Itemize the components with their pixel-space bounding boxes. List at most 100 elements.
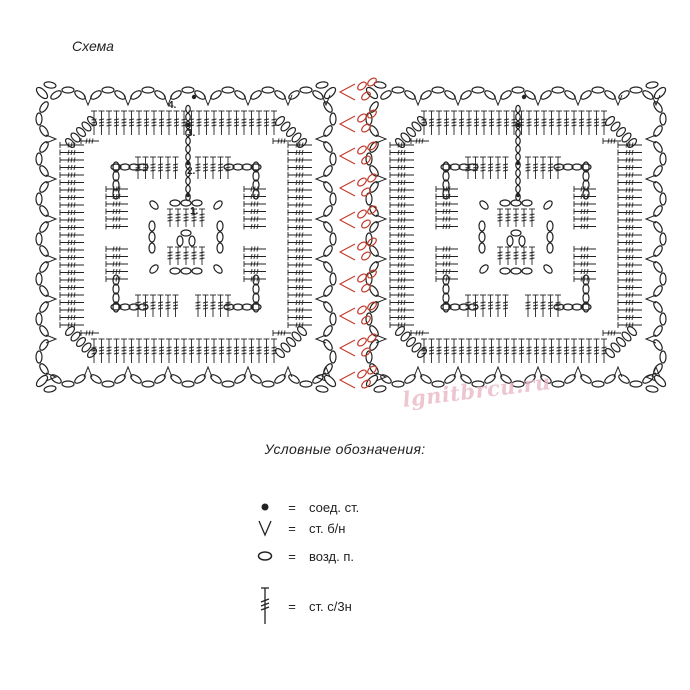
chain-oval (252, 283, 260, 295)
triple-crochet-stitch (203, 110, 210, 135)
triple-crochet-stitch (287, 172, 312, 178)
triple-crochet-stitch (59, 307, 84, 313)
legend-equals: = (288, 520, 296, 536)
chain-oval (367, 269, 377, 279)
chain-oval (524, 90, 536, 100)
triple-crochet-stitch (487, 156, 494, 179)
chain-oval (416, 347, 428, 359)
chain-oval (323, 141, 333, 153)
legend-equals: = (288, 598, 296, 614)
triple-crochet-stitch (481, 338, 487, 363)
chain-oval (642, 90, 654, 100)
triple-crochet-stitch (532, 156, 539, 179)
triple-crochet-stitch (617, 217, 642, 223)
chain-oval (479, 200, 489, 210)
triple-crochet-stitch (473, 110, 480, 135)
chain-oval (546, 242, 554, 254)
chain-oval (467, 303, 479, 311)
triple-crochet-stitch (136, 110, 142, 135)
chain-oval (39, 301, 49, 313)
chain-oval (329, 312, 337, 326)
slip-stitch-dot (515, 192, 521, 198)
triple-crochet-stitch (105, 276, 128, 282)
triple-crochet-stitch (175, 246, 181, 265)
chain-oval (35, 350, 43, 364)
chain-oval (112, 301, 120, 313)
chain-oval (90, 90, 102, 100)
triple-crochet-stitch (389, 217, 414, 223)
single-crochet-v (375, 372, 388, 382)
chain-oval (170, 374, 182, 384)
single-crochet-v (573, 365, 583, 378)
triple-crochet-stitch (521, 246, 527, 265)
chain-oval (367, 365, 377, 375)
chain-oval (615, 126, 627, 138)
triple-crochet-stitch (389, 262, 414, 268)
chain-oval (444, 90, 456, 100)
triple-crochet-stitch (593, 110, 600, 135)
slip-stitch-dot (515, 122, 521, 128)
chain-oval (653, 141, 663, 153)
chain-oval (141, 86, 155, 94)
chain-oval (442, 161, 450, 173)
chain-oval (312, 90, 324, 100)
chain-oval (86, 115, 98, 127)
chain-oval (169, 199, 181, 207)
chain-oval (511, 380, 525, 388)
triple-crochet-stitch (443, 110, 450, 135)
triple-crochet-stitch (287, 307, 312, 313)
slip-stitch-dot (515, 160, 521, 166)
chain-oval (357, 305, 367, 315)
triple-crochet-stitch (105, 268, 128, 275)
triple-crochet-icon (255, 586, 275, 626)
chain-oval (553, 303, 565, 311)
triple-crochet-stitch (287, 314, 312, 321)
triple-crochet-stitch (548, 338, 555, 363)
chain-oval (185, 152, 191, 162)
single-crochet-v (533, 365, 543, 378)
chain-oval (252, 274, 260, 286)
chain-oval (35, 152, 43, 166)
triple-crochet-stitch (287, 149, 312, 156)
join-v-mark (338, 147, 356, 165)
chain-oval (365, 152, 373, 166)
triple-crochet-stitch (435, 246, 458, 252)
triple-crochet-stitch (272, 138, 291, 144)
chain-oval (500, 90, 512, 100)
triple-crochet-stitch (555, 156, 561, 179)
triple-crochet-stitch (271, 110, 277, 135)
triple-crochet-stitch (389, 157, 414, 163)
single-crochet-v (123, 365, 133, 378)
chain-oval (112, 283, 120, 295)
chain-oval (296, 325, 308, 337)
triple-crochet-stitch (225, 294, 231, 317)
triple-crochet-stitch (105, 246, 128, 252)
chain-oval (221, 86, 235, 94)
chain-oval (610, 342, 621, 353)
triple-crochet-stitch (199, 208, 205, 227)
triple-crochet-stitch (526, 110, 532, 135)
chain-oval (659, 232, 667, 246)
triple-crochet-stitch (571, 110, 577, 135)
chain-oval (367, 109, 377, 119)
legend-title: Условные обозначения: (264, 441, 426, 457)
chain-oval (615, 336, 627, 348)
single-crochet-v (45, 134, 58, 144)
triple-crochet-stitch (563, 110, 570, 135)
join-v-mark (338, 243, 356, 261)
triple-crochet-stitch (617, 164, 642, 171)
triple-crochet-stitch (533, 338, 540, 363)
triple-crochet-stitch (256, 338, 262, 363)
chain-oval (112, 161, 120, 173)
single-crochet-v (493, 365, 503, 378)
triple-crochet-stitch (529, 208, 535, 227)
chain-oval (357, 337, 367, 347)
triple-crochet-stitch (167, 246, 173, 265)
chain-oval (148, 242, 156, 254)
chain-oval (112, 188, 120, 200)
chain-oval (391, 86, 405, 94)
chain-oval (112, 292, 120, 304)
triple-crochet-stitch (217, 294, 224, 317)
chain-oval (323, 221, 333, 233)
triple-crochet-stitch (617, 187, 642, 193)
